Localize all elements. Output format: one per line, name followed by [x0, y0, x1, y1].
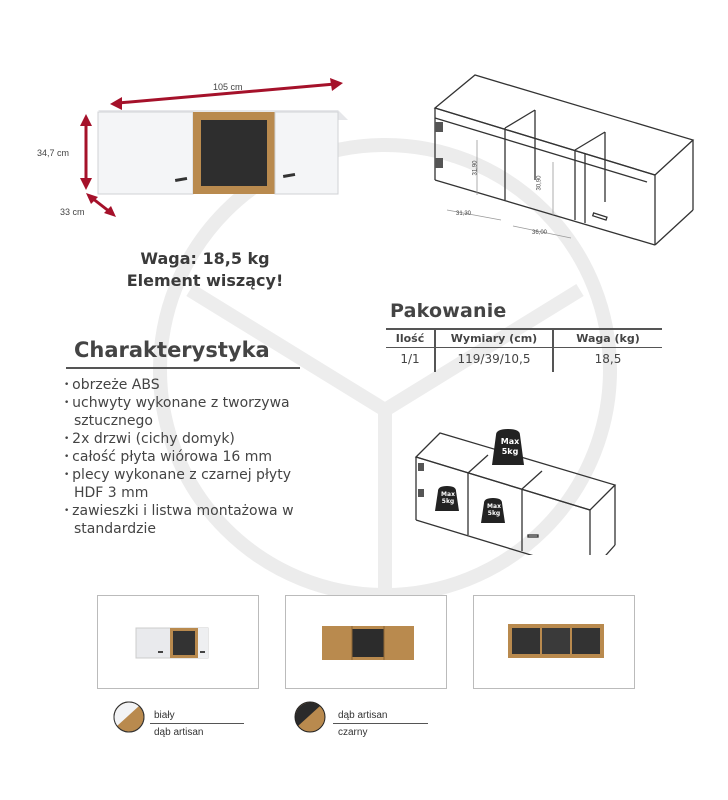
list-item: całość płyta wiórowa 16 mm [64, 448, 314, 466]
drawing-dim-h1: 31,90 [472, 160, 479, 176]
max-load-line1: Max [487, 503, 501, 510]
list-item: 2x drzwi (cichy domyk) [64, 430, 314, 448]
thumbnail-oak-black[interactable] [285, 595, 447, 689]
thumbnail-white-oak[interactable] [97, 595, 259, 689]
cell-quantity: 1/1 [400, 352, 420, 366]
max-load-badge: Max 5kg [494, 437, 526, 457]
swatch-label-black: czarny [338, 727, 368, 738]
list-item: uchwyty wykonane z tworzywa sztucznego [64, 394, 314, 430]
cell-dimensions: 119/39/10,5 [434, 347, 553, 372]
thumbnail-oak-black-open[interactable] [473, 595, 635, 689]
characteristics-list: obrzeże ABS uchwyty wykonane z tworzywa … [64, 376, 314, 538]
header-quantity: Ilość [386, 328, 435, 348]
technical-drawing [433, 74, 695, 246]
hanging-label: Element wiszący! [126, 271, 284, 290]
swatch-divider [333, 723, 428, 724]
header-dimensions: Wymiary (cm) [434, 328, 553, 348]
max-load-line2: 5kg [441, 498, 455, 505]
product-dimensions-drawing [80, 78, 348, 217]
swatch-label-oak-2: dąb artisan [338, 710, 388, 721]
max-load-badge-left: Max 5kg [436, 491, 460, 505]
max-load-line1: Max [441, 491, 455, 498]
list-item: obrzeże ABS [64, 376, 314, 394]
max-load-line1: Max [500, 437, 520, 446]
swatch-label-white: biały [154, 710, 175, 721]
width-label: 105 cm [213, 82, 243, 92]
weight-block: Waga: 18,5 kg Element wiszący! [100, 248, 310, 292]
characteristics-title: Charakterystyka [74, 338, 270, 362]
max-load-drawing [414, 429, 617, 555]
swatch-label-oak: dąb artisan [154, 727, 204, 738]
drawing-dim-w1: 31,30 [456, 211, 472, 217]
cell-weight: 18,5 [552, 347, 662, 372]
packaging-table: Ilość Wymiary (cm) Waga (kg) 1/1 119/39/… [386, 328, 662, 372]
cabinet-white-oak-image [135, 627, 209, 659]
drawing-dim-h2: 30,90 [536, 175, 543, 191]
height-label: 34,7 cm [37, 148, 70, 158]
cabinet-oak-black-open-image [508, 624, 604, 658]
table-row: 1/1 119/39/10,5 18,5 [386, 347, 662, 372]
max-load-line2: 5kg [487, 510, 501, 517]
list-item: zawieszki i listwa montażowa w standardz… [64, 502, 314, 538]
header-weight: Waga (kg) [552, 328, 662, 348]
max-load-line2: 5kg [501, 447, 519, 456]
swatch-divider [150, 723, 244, 724]
characteristics-divider [66, 367, 300, 369]
max-load-badge-middle: Max 5kg [482, 503, 506, 517]
drawing-dim-w2: 36,00 [532, 230, 548, 236]
packaging-title: Pakowanie [390, 300, 507, 322]
cabinet-oak-black-image [322, 626, 414, 660]
packaging-header-row: Ilość Wymiary (cm) Waga (kg) [386, 328, 662, 348]
depth-label: 33 cm [60, 207, 85, 217]
swatch-white-oak[interactable] [112, 700, 146, 734]
weight-label: Waga: 18,5 kg [140, 249, 270, 268]
swatch-oak-black[interactable] [293, 700, 327, 734]
list-item: plecy wykonane z czarnej płyty HDF 3 mm [64, 466, 314, 502]
